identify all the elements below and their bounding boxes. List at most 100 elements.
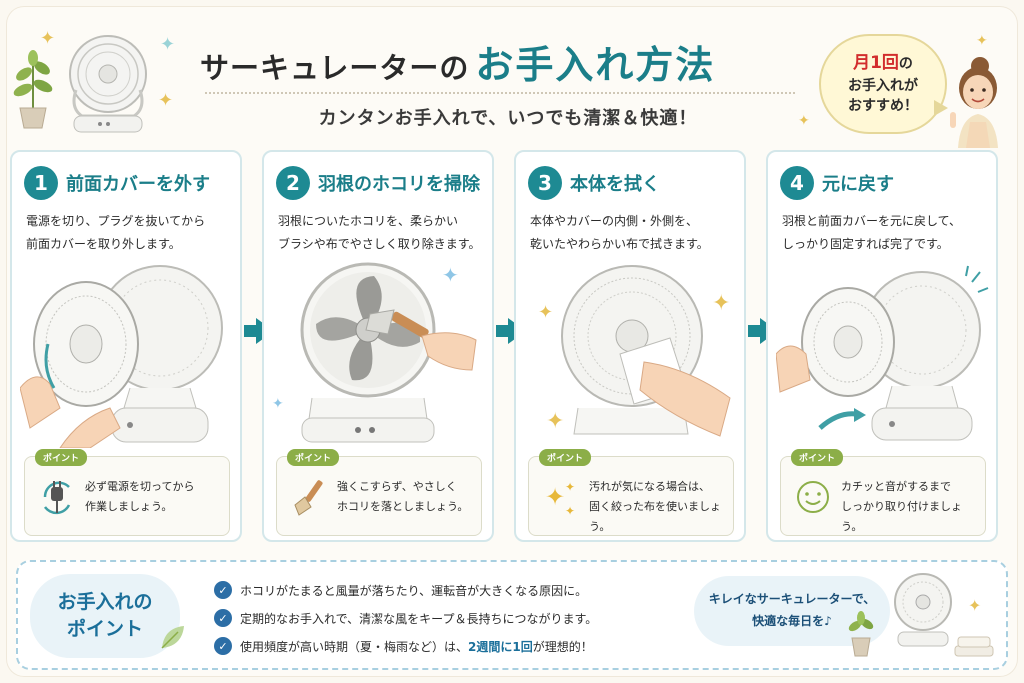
- tip-text: 定期的なお手入れで、清潔な風をキープ＆長持ちにつながります。: [240, 611, 598, 626]
- point-badge: ポイント: [791, 449, 844, 466]
- tip-item: ✓ 使用頻度が高い時期（夏・梅雨など）は、2週間に1回が理想的！: [214, 632, 684, 660]
- svg-text:✦: ✦: [545, 483, 565, 511]
- step-desc-line: 前面カバーを取り外します。: [26, 236, 181, 251]
- recommendation-bubble: 月1回の お手入れが おすすめ！: [819, 34, 947, 134]
- step-card-2: 2 羽根のホコリを掃除 羽根についたホコリを、柔らかい ブラシや布でやさしく取り…: [262, 150, 494, 542]
- point-badge: ポイント: [35, 449, 88, 466]
- bubble-highlight-suffix: の: [898, 56, 913, 73]
- step-header: 2 羽根のホコリを掃除: [276, 166, 480, 200]
- step-header: 1 前面カバーを外す: [24, 166, 210, 200]
- point-text: 汚れが気になる場合は、 固く絞った布を使いましょう。: [589, 477, 729, 536]
- point-line: しっかり取り付けましょう。: [841, 499, 962, 533]
- step-card-3: 3 本体を拭く 本体やカバーの内側・外側を、 乾いたやわらかい布で拭きます。 ✦…: [514, 150, 746, 542]
- step-desc-line: 羽根と前面カバーを元に戻して、: [782, 214, 962, 228]
- step-card-1: 1 前面カバーを外す 電源を切り、プラグを抜いてから 前面カバーを取り外します。…: [10, 150, 242, 542]
- sparkle-icon: ✦: [40, 28, 56, 49]
- bubble-highlight: 月1回: [853, 53, 899, 74]
- step-description: 羽根についたホコリを、柔らかい ブラシや布でやさしく取り除きます。: [278, 210, 486, 256]
- sparkle-icon: ✦: [158, 90, 174, 111]
- step-description: 電源を切り、プラグを抜いてから 前面カバーを取り外します。: [26, 210, 234, 256]
- step-number: 4: [780, 166, 814, 200]
- closing-line: 快適な毎日を♪: [752, 614, 832, 628]
- point-box: ポイント 強くこすらず、やさしく ホコリを落としましょう。: [276, 449, 482, 536]
- circulator-fan-illustration: [894, 573, 952, 647]
- tip-emphasis: 2週間に1回: [468, 639, 533, 654]
- check-icon: ✓: [214, 609, 232, 627]
- wipe-body-illustration: ✦ ✦ ✦: [538, 265, 731, 437]
- step-description: 羽根と前面カバーを元に戻して、 しっかり固定すれば完了です。: [782, 210, 990, 256]
- leaf-icon: [161, 626, 184, 649]
- tip-text-part: が理想的！: [532, 639, 593, 654]
- step-number: 3: [528, 166, 562, 200]
- step-title: 元に戻す: [822, 174, 894, 195]
- bubble-line2: お手入れが: [848, 78, 918, 95]
- point-box: ポイント カチッと音がするまで しっかり取り付けましょう。: [780, 449, 986, 536]
- point-line: 強くこすらず、やさしく: [337, 480, 457, 493]
- svg-text:✦: ✦: [565, 504, 575, 518]
- tip-text-part: 使用頻度が高い時期（夏・梅雨など）は、: [240, 639, 469, 654]
- step-desc-line: 電源を切り、プラグを抜いてから: [26, 214, 206, 228]
- page-subtitle: カンタンお手入れで、いつでも清潔＆快適！: [318, 108, 698, 129]
- smile-icon: [797, 481, 829, 513]
- tip-text: ホコリがたまると風量が落ちたり、運転音が大きくなる原因に。: [240, 583, 588, 598]
- step-desc-line: 乾いたやわらかい布で拭きます。: [530, 236, 709, 251]
- tip-item: ✓ 定期的なお手入れで、清潔な風をキープ＆長持ちにつながります。: [214, 604, 684, 632]
- svg-text:✦: ✦: [565, 480, 575, 494]
- step-desc-line: 本体やカバーの内側・外側を、: [530, 214, 699, 228]
- tips-title-line: お手入れの: [57, 591, 153, 614]
- point-badge: ポイント: [539, 449, 592, 466]
- title-divider: [205, 92, 795, 94]
- step-header: 3 本体を拭く: [528, 166, 660, 200]
- sparkle-icon: ✦: [976, 33, 988, 49]
- bubble-line1: 月1回の: [853, 51, 913, 76]
- step-desc-line: ブラシや布でやさしく取り除きます。: [278, 236, 481, 251]
- sparkle-icon: ✦: [968, 596, 982, 615]
- svg-text:✦: ✦: [538, 302, 553, 323]
- bubble-tail: [934, 100, 948, 116]
- sparkle-icon: ✦: [798, 113, 810, 129]
- maintenance-tips-panel: お手入れの ポイント ✓ ホコリがたまると風量が落ちたり、運転音が大きくなる原因…: [16, 560, 1008, 670]
- check-icon: ✓: [214, 637, 232, 655]
- woman-illustration: [950, 57, 998, 148]
- svg-text:✦: ✦: [712, 291, 730, 316]
- svg-text:✦: ✦: [546, 409, 564, 434]
- step-number: 1: [24, 166, 58, 200]
- step-card-4: 4 元に戻す 羽根と前面カバーを元に戻して、 しっかり固定すれば完了です。 ポイ…: [766, 150, 998, 542]
- step-title: 羽根のホコリを掃除: [318, 174, 480, 195]
- sparkle-icon: ✦: [160, 34, 176, 55]
- svg-text:✦: ✦: [272, 396, 284, 412]
- point-box: ポイント ✦ ✦ ✦ 汚れが気になる場合は、 固く絞った布を使いましょう。: [528, 449, 734, 536]
- step-header: 4 元に戻す: [780, 166, 894, 200]
- closing-message-bubble: キレイなサーキュレーターで、 快適な毎日を♪: [694, 576, 890, 646]
- clean-blades-illustration: ✦ ✦: [272, 262, 477, 443]
- step-number: 2: [276, 166, 310, 200]
- plug-icon: [43, 481, 71, 515]
- bubble-line3: おすすめ！: [848, 98, 918, 115]
- tip-item: ✓ ホコリがたまると風量が落ちたり、運転音が大きくなる原因に。: [214, 576, 684, 604]
- step-description: 本体やカバーの内側・外側を、 乾いたやわらかい布で拭きます。: [530, 210, 738, 256]
- point-text: カチッと音がするまで しっかり取り付けましょう。: [841, 477, 981, 536]
- tips-title: お手入れの ポイント: [30, 574, 180, 658]
- circulator-fan-illustration: [69, 35, 147, 133]
- title-part1: サーキュレーターの: [200, 51, 470, 85]
- point-line: 必ず電源を切ってから: [85, 480, 195, 493]
- potted-plant-illustration: [13, 50, 53, 129]
- page-title: サーキュレーターの お手入れ方法: [200, 34, 810, 87]
- point-text: 強くこすらず、やさしく ホコリを落としましょう。: [337, 477, 477, 517]
- remove-cover-illustration: [20, 265, 223, 448]
- closing-line: キレイなサーキュレーターで、: [708, 592, 876, 607]
- point-line: 作業しましょう。: [85, 499, 173, 513]
- title-part2: お手入れ方法: [475, 43, 716, 87]
- point-badge: ポイント: [287, 449, 340, 466]
- point-line: 汚れが気になる場合は、: [589, 480, 710, 493]
- tips-list: ✓ ホコリがたまると風量が落ちたり、運転音が大きくなる原因に。 ✓ 定期的なお手…: [214, 576, 684, 660]
- check-icon: ✓: [214, 581, 232, 599]
- tips-title-line: ポイント: [66, 618, 143, 640]
- point-line: カチッと音がするまで: [841, 480, 951, 493]
- sparkle-icon: ✦ ✦ ✦: [545, 480, 575, 518]
- step-desc-line: 羽根についたホコリを、柔らかい: [278, 214, 459, 228]
- step-title: 前面カバーを外す: [66, 174, 210, 195]
- step-title: 本体を拭く: [570, 174, 660, 195]
- tip-text: 使用頻度が高い時期（夏・梅雨など）は、2週間に1回が理想的！: [240, 638, 593, 655]
- point-text: 必ず電源を切ってから 作業しましょう。: [85, 477, 225, 517]
